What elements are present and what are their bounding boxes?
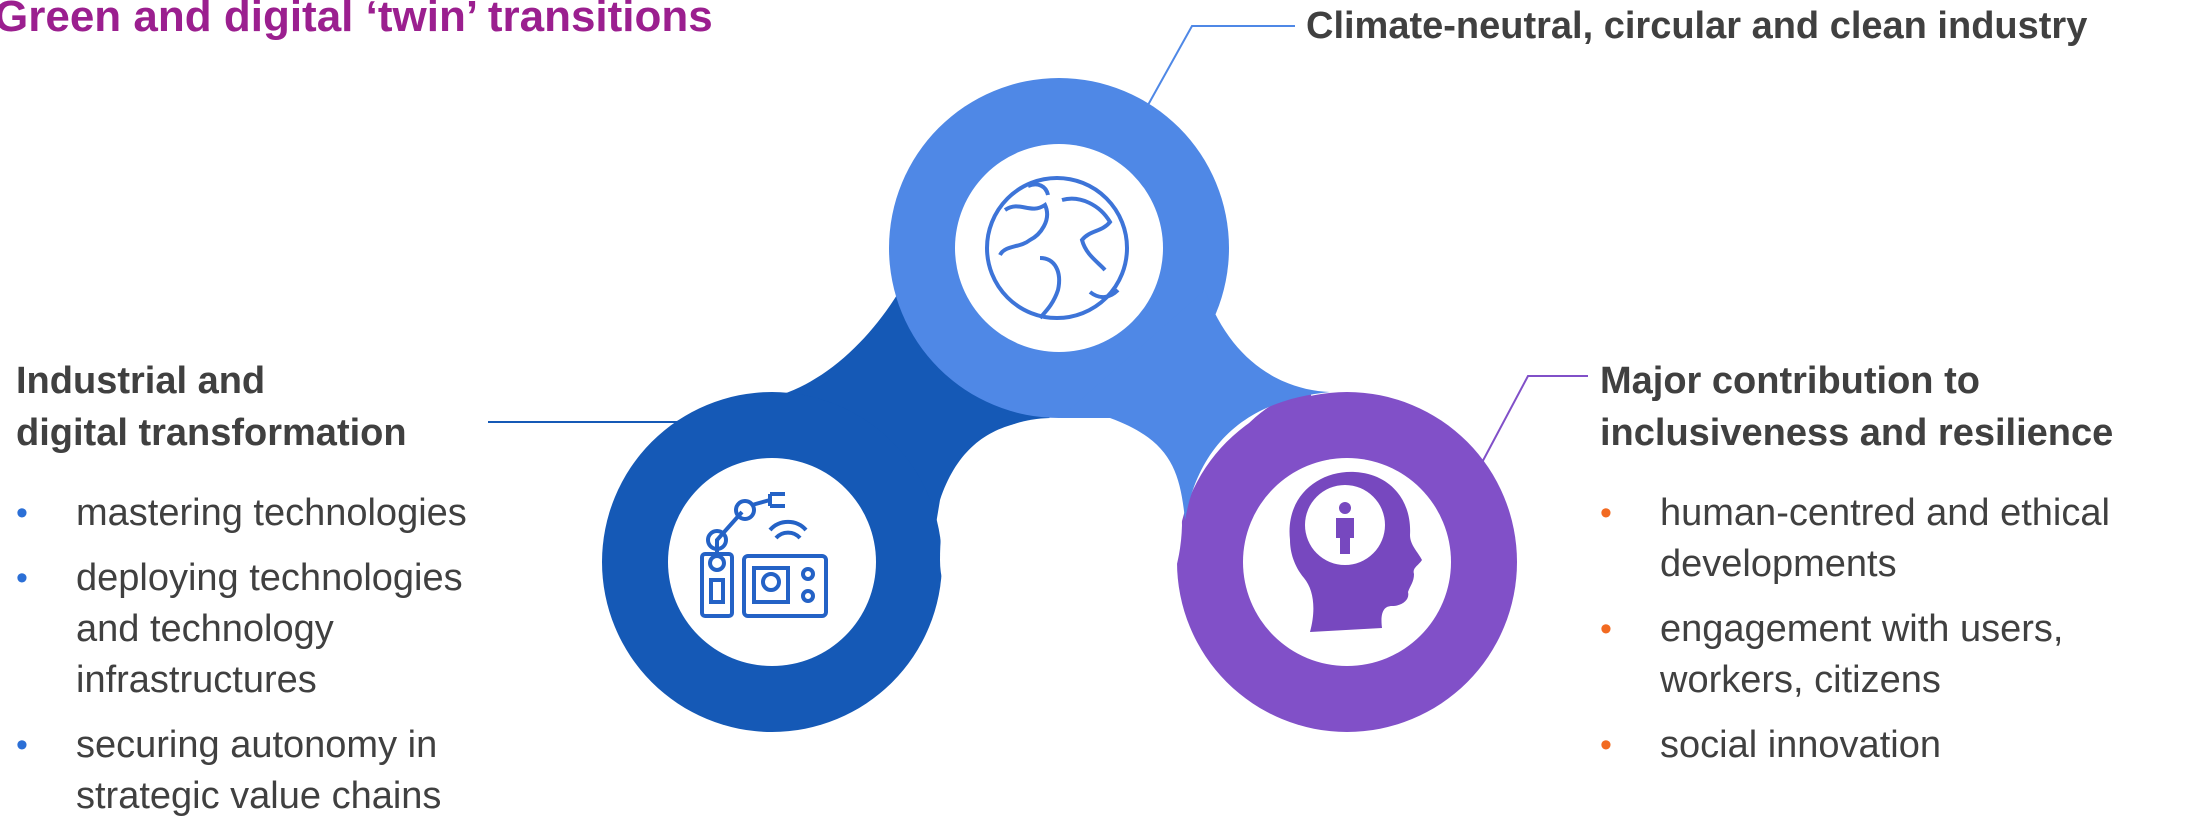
human-head-icon	[1289, 471, 1422, 632]
bullet-dot-icon: •	[1600, 610, 1612, 648]
left-heading-line1: Industrial and	[16, 360, 266, 402]
left-bullet-1: •mastering technologies	[16, 488, 536, 539]
right-heading: Major contribution to inclusiveness and …	[1600, 355, 2113, 459]
bullet-dot-icon: •	[16, 559, 28, 597]
page-title: Green and digital ‘twin’ transitions	[0, 0, 713, 41]
right-bullet-2: •engagement with users,workers, citizens	[1600, 604, 2190, 706]
robot-arm-icon	[700, 492, 828, 618]
top-icon-disc	[955, 144, 1163, 352]
globe-icon	[985, 176, 1129, 320]
right-heading-line1: Major contribution to	[1600, 360, 1980, 402]
diagram-gap	[940, 418, 1182, 650]
bullet-dot-icon: •	[16, 726, 28, 764]
right-heading-line2: inclusiveness and resilience	[1600, 412, 2114, 454]
bullet-dot-icon: •	[1600, 726, 1612, 764]
top-heading: Climate-neutral, circular and clean indu…	[1306, 5, 2088, 47]
right-bullet-3: •social innovation	[1600, 720, 2190, 771]
top-ring	[1060, 290, 1330, 520]
bullet-dot-icon: •	[1600, 494, 1612, 532]
left-bullet-list: •mastering technologies •deploying techn…	[16, 488, 536, 836]
left-icon-disc	[668, 458, 876, 666]
connector-line-top	[1147, 25, 1295, 106]
connector-line-right	[1477, 375, 1588, 471]
left-heading-line2: digital transformation	[16, 412, 407, 454]
bullet-dot-icon: •	[16, 494, 28, 532]
left-heading: Industrial and digital transformation	[16, 355, 407, 459]
